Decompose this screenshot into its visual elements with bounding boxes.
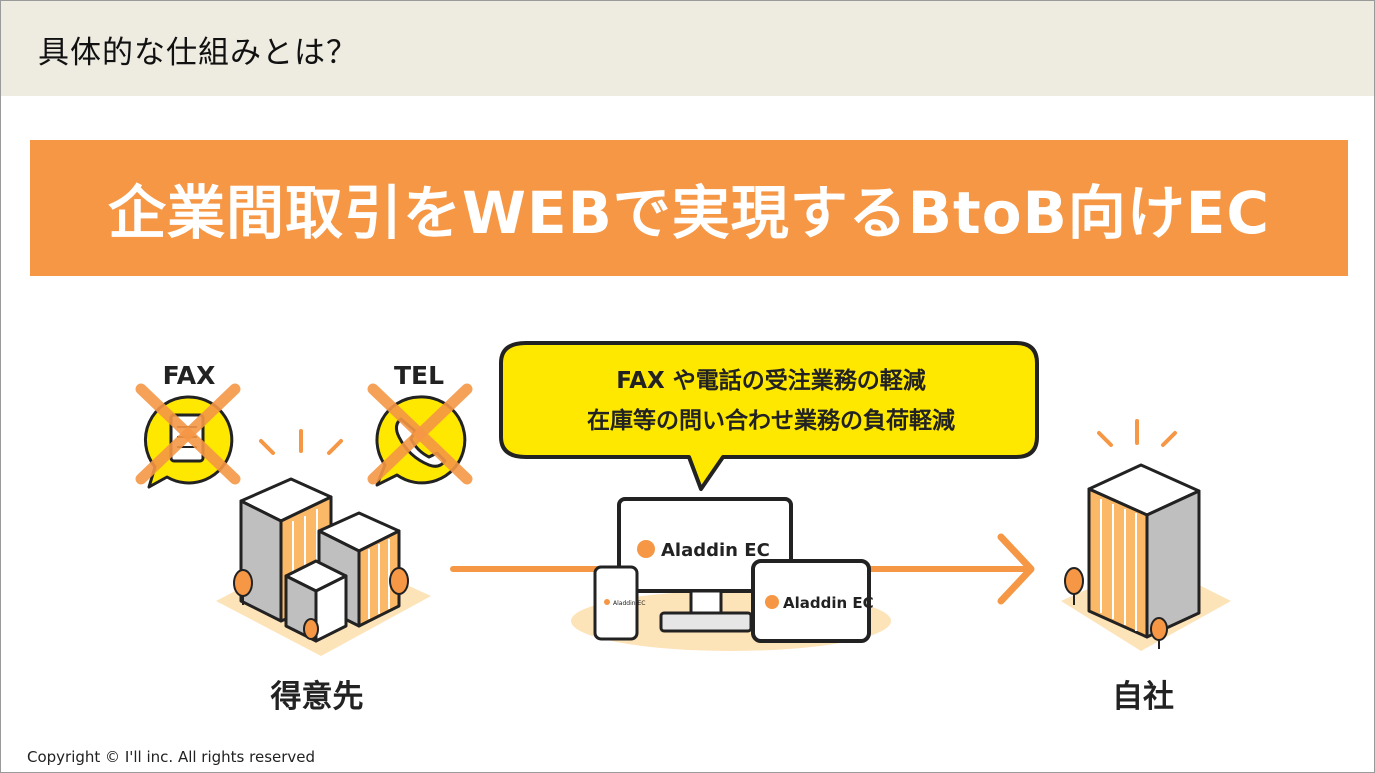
client-label: 得意先 [270, 679, 364, 715]
bubble-line-2: 在庫等の問い合わせ業務の負荷軽減 [587, 407, 955, 434]
tel-icon: TEL [367, 361, 473, 487]
devices-icon: Aladdin EC Aladdin EC Aladdin EC [571, 497, 891, 651]
phone-logo: Aladdin EC [613, 600, 645, 607]
copyright-footer: Copyright © I'll inc. All rights reserve… [27, 748, 316, 766]
headline-text: 企業間取引をWEBで実現するBtoB向けEC [108, 179, 1270, 247]
benefit-bubble: FAX や電話の受注業務の軽減 在庫等の問い合わせ業務の負荷軽減 [499, 341, 1039, 491]
company-label: 自社 [1112, 679, 1174, 715]
tel-label: TEL [394, 361, 444, 390]
monitor-logo: Aladdin EC [661, 540, 770, 561]
client-buildings-icon [216, 477, 431, 656]
fax-label: FAX [163, 361, 216, 390]
sparkle-left-icon [259, 429, 343, 455]
fax-icon: FAX [135, 361, 241, 489]
headline-banner: 企業間取引をWEBで実現するBtoB向けEC [30, 140, 1348, 276]
page-title: 具体的な仕組みとは？ [38, 35, 358, 71]
tablet-logo: Aladdin EC [783, 594, 874, 612]
title-bar: 具体的な仕組みとは？ [1, 1, 1374, 96]
bubble-line-1: FAX や電話の受注業務の軽減 [616, 367, 926, 394]
company-building-icon [1061, 463, 1231, 651]
sparkle-right-icon [1097, 419, 1177, 447]
